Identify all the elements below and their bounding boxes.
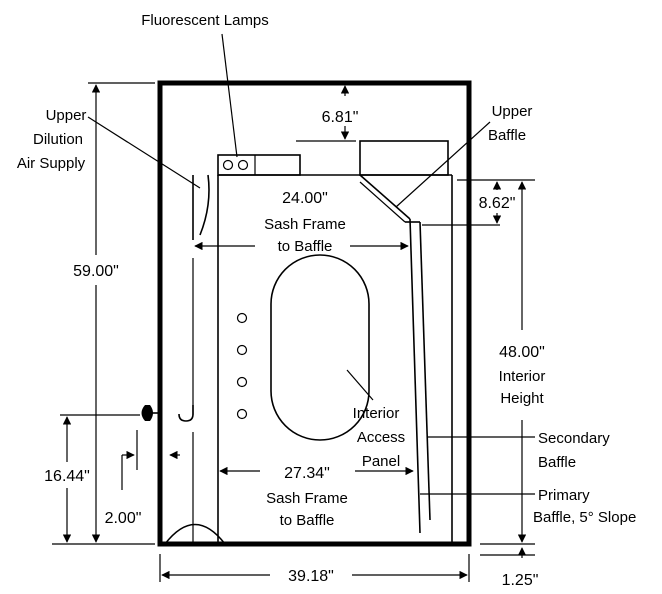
label-upper-dilution-3: Air Supply [17,155,86,172]
dim-overall-width: 39.18" [288,568,334,585]
label-interior-height-1: Interior [499,368,546,385]
label-access-panel-2: Access [357,429,405,446]
label-access-panel-3: Panel [362,453,400,470]
dim-interior-height: 48.00" [499,344,545,361]
leader-upper-dilution [87,116,201,189]
secondary-baffle [419,221,431,521]
fixture-circle-1 [236,312,248,324]
label-upper-dilution-1: Upper [46,107,87,124]
upper-baffle-inner [359,181,406,223]
dim-overall-height: 59.00" [73,263,119,280]
primary-baffle [409,218,421,534]
label-primary-baffle-1: Primary [538,487,590,504]
fixture-circle-2 [236,344,248,356]
bottom-arch [164,523,226,545]
dim-top-gap: 6.81" [322,109,359,126]
dim-sash-to-baffle-bottom: 27.34" [284,465,330,482]
label-secondary-baffle-2: Baffle [538,454,576,471]
lamp-circle-2 [237,159,249,171]
sash-handle [141,405,153,421]
label-upper-baffle-1: Upper [492,103,533,120]
dilution-supply-curve [199,174,210,236]
upper-baffle-housing [359,140,449,176]
leader-access-panel [346,369,374,401]
lamp-housing [217,154,301,176]
dim-upper-baffle-depth: 8.62" [479,195,516,212]
label-fluorescent-lamps: Fluorescent Lamps [141,12,269,29]
access-panel [270,254,370,441]
label-sash-frame-top-2: to Baffle [278,238,333,255]
label-upper-baffle-2: Baffle [488,127,526,144]
dim-bottom-offset: 1.25" [502,572,539,589]
cabinet-outline [157,80,472,547]
upper-baffle [359,174,411,220]
label-sash-frame-bottom-2: to Baffle [280,512,335,529]
fixture-circle-4 [236,408,248,420]
label-sash-frame-top-1: Sash Frame [264,216,346,233]
leader-upper-baffle [395,121,491,208]
label-primary-baffle-2: Baffle, 5° Slope [533,509,636,526]
label-secondary-baffle-1: Secondary [538,430,610,447]
dim-sash-offset: 2.00" [105,510,142,527]
dim-sash-to-baffle-top: 24.00" [282,190,328,207]
sash-hook [178,405,194,422]
label-sash-frame-bottom-1: Sash Frame [266,490,348,507]
leader-fluorescent-lamps [221,33,238,158]
label-interior-height-2: Height [500,390,544,407]
lamp-circle-1 [222,159,234,171]
label-upper-dilution-2: Dilution [33,131,83,148]
label-access-panel-1: Interior [353,405,400,422]
fixture-circle-3 [236,376,248,388]
dim-sash-height: 16.44" [44,468,90,485]
